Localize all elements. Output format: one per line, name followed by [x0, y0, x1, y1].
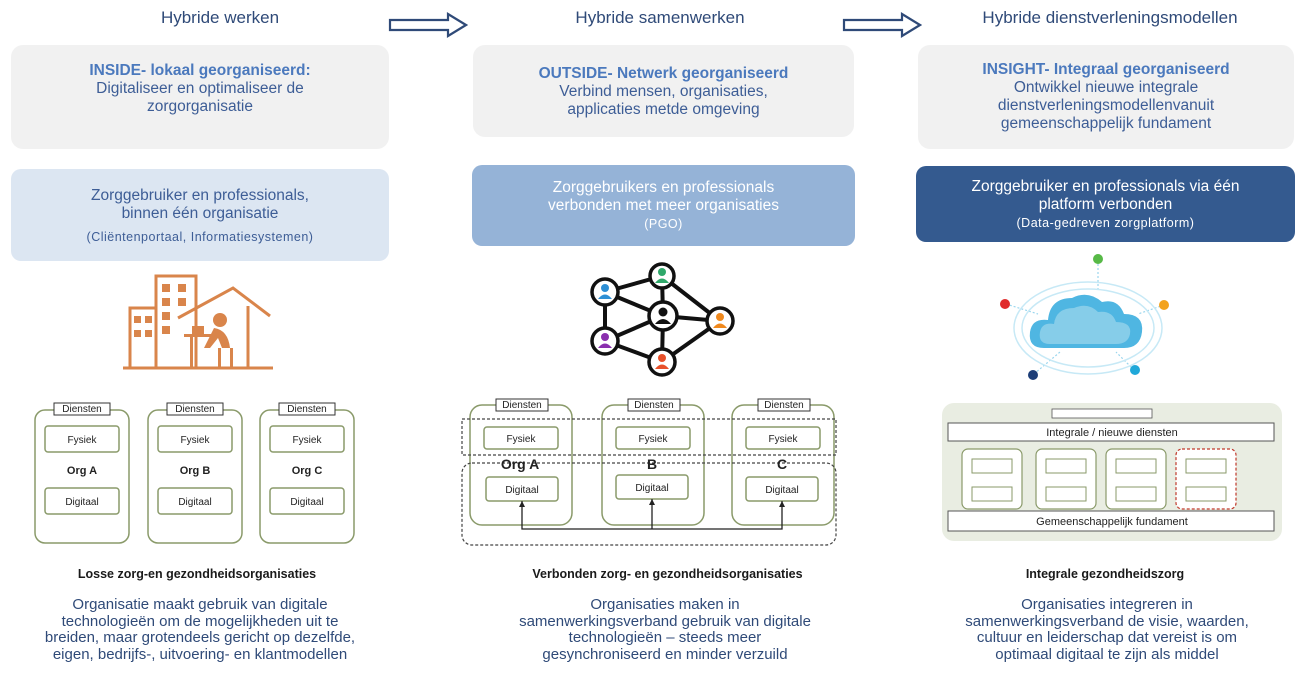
desc-losse: Organisatie maakt gebruik van digitale t… [0, 596, 400, 663]
tag-diensten: Diensten [62, 404, 101, 415]
caption-integrale: Integrale gezondheidszorg [1025, 567, 1185, 581]
org-diagram-separate: Diensten Fysiek Org A Digitaal Diensten … [22, 398, 377, 546]
zorggebruiker-box-1: Zorggebruiker en professionals, binnen é… [11, 169, 389, 261]
org-label: Org A [67, 465, 97, 477]
heading-hybride-dienstverleningsmodellen: Hybride dienstverleningsmodellen [982, 8, 1238, 27]
desc-line: Organisatie maakt gebruik van digitale [72, 596, 328, 613]
blue-line: verbonden met meer organisaties [548, 197, 779, 214]
digitaal-label: Digitaal [635, 483, 668, 494]
outside-box: OUTSIDE- Netwerk georganiseerd Verbind m… [473, 45, 854, 137]
desc-line: samenwerkingsverband de visie, waarden, [965, 612, 1249, 630]
blue-small: (Cliëntenportaal, Informatiesystemen) [86, 230, 314, 244]
zorggebruiker-box-3: Zorggebruiker en professionals via één p… [916, 166, 1295, 242]
org-label: Org C [292, 465, 323, 477]
tag-diensten: Diensten [175, 404, 214, 415]
outside-line: Verbind mensen, organisaties, [559, 83, 768, 100]
digitaal-label: Digitaal [290, 497, 323, 508]
digitaal-label: Digitaal [765, 485, 798, 496]
tag-diensten: Diensten [502, 400, 541, 411]
fysiek-label: Fysiek [293, 435, 323, 446]
caption-losse: Losse zorg-en gezondheidsorganisaties [77, 567, 317, 581]
org-label: Org B [180, 465, 211, 477]
org-label: C [777, 456, 787, 472]
desc-integrale: Organisaties integreren in samenwerkings… [912, 596, 1302, 663]
desc-line: Organisaties integreren in [1021, 596, 1193, 613]
inside-title: INSIDE- lokaal georganiseerd: [89, 62, 311, 79]
fysiek-label: Fysiek [769, 434, 799, 445]
blue-line: Zorggebruiker en professionals, [91, 187, 309, 204]
org-diagram-integrated: Integrale / nieuwe diensten Gemeenschapp… [942, 403, 1282, 541]
desc-line: technologieën – steeds meer [568, 629, 762, 646]
network-people-icon [590, 262, 735, 377]
desc-verbonden: Organisaties maken in samenwerkingsverba… [460, 596, 870, 663]
org-label: B [647, 456, 657, 472]
desc-line: Organisaties maken in [590, 596, 740, 613]
digitaal-label: Digitaal [505, 485, 538, 496]
org-diagram-connected: Diensten Diensten Diensten Fysiek Fysiek… [460, 393, 845, 549]
blue-small: (PGO) [644, 217, 683, 231]
fysiek-label: Fysiek [68, 435, 98, 446]
building-worker-icon [123, 274, 273, 370]
caption-verbonden: Verbonden zorg- en gezondheidsorganisati… [532, 567, 803, 581]
integrale-diensten-label: Integrale / nieuwe diensten [1046, 427, 1177, 439]
blue-line: binnen één organisatie [121, 205, 279, 222]
desc-line: eigen, bedrijfs-, uitvoering- en klantmo… [52, 645, 348, 663]
insight-line: gemeenschappelijk fundament [1000, 115, 1212, 132]
blue-line: platform verbonden [1038, 196, 1173, 213]
desc-line: optimaal digitaal te zijn als middel [995, 645, 1219, 663]
org-label: Org A [501, 456, 539, 472]
tag-diensten: Diensten [287, 404, 326, 415]
desc-line: gesynchroniseerd en minder verzuild [542, 645, 788, 663]
inside-box: INSIDE- lokaal georganiseerd: Digitalise… [11, 45, 389, 149]
fundament-label: Gemeenschappelijk fundament [1036, 516, 1188, 528]
desc-line: cultuur en leiderschap dat vereist is om [976, 629, 1238, 646]
insight-line: Ontwikkel nieuwe integrale [1013, 79, 1199, 96]
cloud-network-icon [1000, 254, 1169, 380]
blue-line: Zorggebruikers en professionals [552, 179, 775, 196]
outside-line: applicaties metde omgeving [567, 101, 760, 118]
arrow-right-icon [842, 12, 922, 38]
desc-line: samenwerkingsverband gebruik van digital… [519, 612, 811, 630]
zorggebruiker-box-2: Zorggebruikers en professionals verbonde… [472, 165, 855, 246]
inside-line: Digitaliseer en optimaliseer de [96, 80, 304, 97]
heading-hybride-werken: Hybride werken [160, 8, 280, 27]
tag-diensten: Diensten [764, 400, 803, 411]
fysiek-label: Fysiek [639, 434, 669, 445]
tag-diensten: Diensten [634, 400, 673, 411]
arrow-right-icon [388, 12, 468, 38]
heading-hybride-samenwerken: Hybride samenwerken [575, 8, 745, 27]
insight-title: INSIGHT- Integraal georganiseerd [982, 61, 1230, 78]
digitaal-label: Digitaal [178, 497, 211, 508]
insight-line: dienstverleningsmodellenvanuit [997, 97, 1215, 114]
blue-line: Zorggebruiker en professionals via één [971, 178, 1240, 195]
inside-line: zorgorganisatie [147, 98, 253, 115]
digitaal-label: Digitaal [65, 497, 98, 508]
desc-line: technologieën om de mogelijkheden uit te [61, 612, 339, 630]
insight-box: INSIGHT- Integraal georganiseerd Ontwikk… [918, 45, 1294, 149]
fysiek-label: Fysiek [507, 434, 537, 445]
fysiek-label: Fysiek [181, 435, 211, 446]
outside-title: OUTSIDE- Netwerk georganiseerd [538, 65, 789, 82]
desc-line: breiden, maar grotendeels gericht op dez… [44, 629, 356, 646]
blue-small: (Data-gedreven zorgplatform) [1016, 216, 1195, 230]
